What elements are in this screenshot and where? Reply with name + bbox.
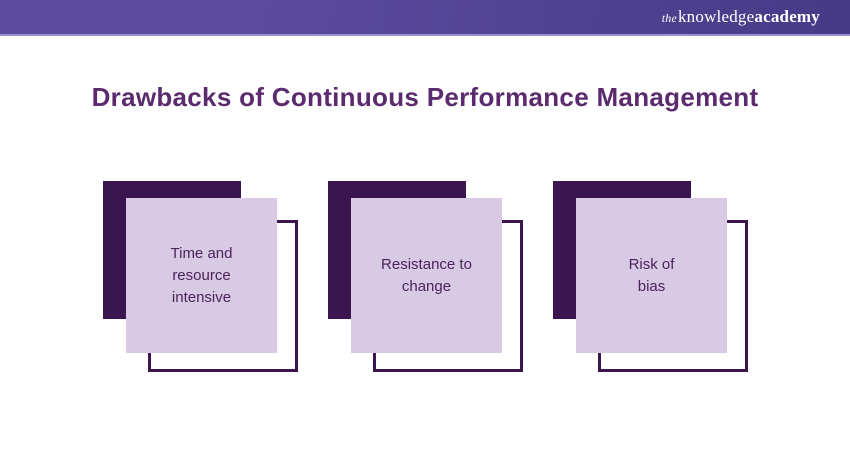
card-label: Time and resource intensive [170,244,233,306]
card-risk-bias: Risk of bias [553,181,748,372]
card-label: Risk of bias [628,255,675,295]
logo-knowledge: knowledge [677,7,755,26]
card-label: Resistance to change [381,255,472,295]
content-square: Time and resource intensive [126,198,277,353]
card-resistance-change: Resistance to change [328,181,523,372]
content-square: Risk of bias [576,198,727,353]
content-square: Resistance to change [351,198,502,353]
page-title: Drawbacks of Continuous Performance Mana… [91,82,759,112]
card-time-resource: Time and resource intensive [103,181,298,372]
logo-the: the [661,11,677,25]
logo-academy: academy [754,7,820,26]
